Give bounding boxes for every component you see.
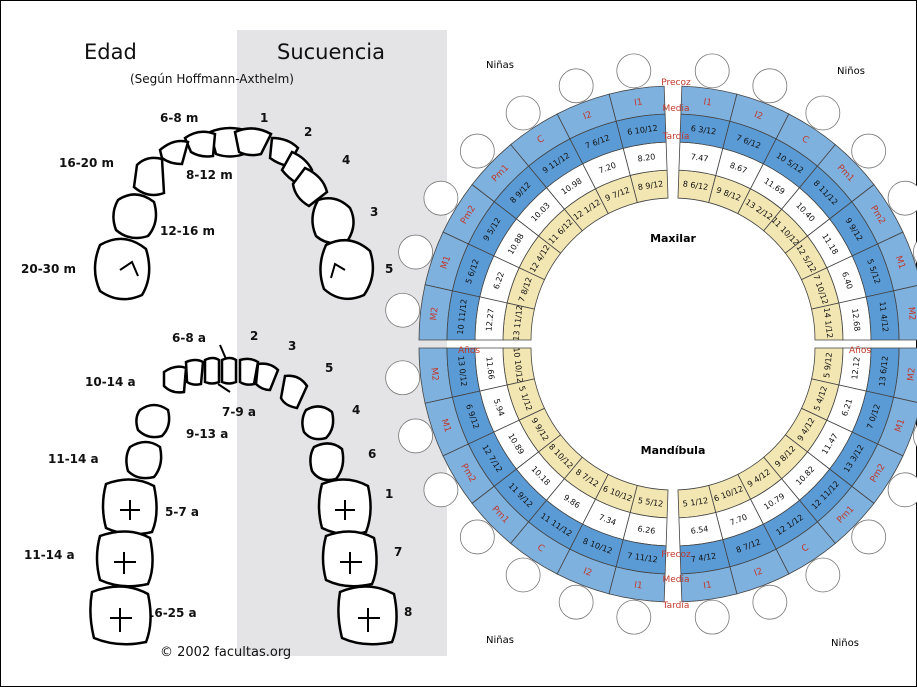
maxilar-right-tooth-bump	[888, 181, 917, 215]
row-label-media-bottom: Media	[662, 575, 689, 585]
maxilar-right-tooth-bump	[753, 69, 787, 103]
row-label-precoz-bottom: Precoz	[661, 550, 691, 560]
mandibula-left-tooth-bump	[559, 585, 593, 619]
label-anos-right: Años	[849, 346, 871, 356]
mandibula-right-tooth-name: I1	[703, 580, 713, 591]
maxilar-right-tooth-name: I1	[703, 97, 713, 108]
label-ninos-bottom: Niños	[831, 638, 859, 649]
mandibula-left-tooth-name: M2	[428, 367, 439, 382]
row-label-precoz-top: Precoz	[661, 78, 691, 88]
maxilar-left-tooth-bump	[399, 235, 433, 269]
maxilar-left-tooth-bump	[386, 293, 420, 327]
maxilar-right-tooth-name: M2	[905, 307, 916, 322]
maxilar-left-tooth-bump	[559, 69, 593, 103]
maxilar-right-tooth-bump	[806, 96, 840, 130]
maxilar-left-tooth-name: I1	[634, 97, 644, 108]
mandibula-left-tooth-bump	[460, 520, 494, 554]
mandibula-title: Mandíbula	[641, 444, 706, 457]
mandibula-right-tooth-bump	[695, 600, 729, 634]
maxilar-right-tooth-bump	[695, 54, 729, 88]
maxilar-title: Maxilar	[650, 232, 696, 245]
row-label-media-top: Media	[662, 104, 689, 114]
label-ninas-top: Niñas	[486, 60, 514, 71]
maxilar-right-tooth-bump	[852, 134, 886, 168]
mandibula-right-tooth-bump	[753, 585, 787, 619]
row-label-tardia-bottom: Tardía	[662, 601, 690, 611]
label-ninas-bottom: Niñas	[486, 635, 514, 646]
maxilar-left-tooth-name: M2	[429, 307, 440, 322]
maxilar-left-tooth-bump	[506, 96, 540, 130]
maxilar-left-tooth-bump	[617, 54, 651, 88]
label-anos-left: Años	[458, 346, 480, 356]
mandibula-left-tooth-bump	[386, 361, 420, 395]
label-ninos-top: Niños	[837, 66, 865, 77]
mandibula-left-tooth-bump	[617, 600, 651, 634]
mandibula-right-tooth-bump	[852, 520, 886, 554]
mandibula-left-tooth-bump	[399, 419, 433, 453]
maxilar-left-tooth-bump	[460, 134, 494, 168]
mandibula-left-tooth-bump	[506, 558, 540, 592]
mandibula-right-tooth-name: M2	[906, 367, 917, 382]
row-label-tardia-top: Tardía	[662, 132, 690, 142]
mandibula-right-tooth-bump	[806, 558, 840, 592]
mandibula-right-tooth-bump	[888, 473, 917, 507]
mandibula-left-tooth-name: I1	[633, 580, 643, 591]
mandibula-left-tooth-bump	[424, 473, 458, 507]
maxilar-left-tooth-bump	[424, 181, 458, 215]
